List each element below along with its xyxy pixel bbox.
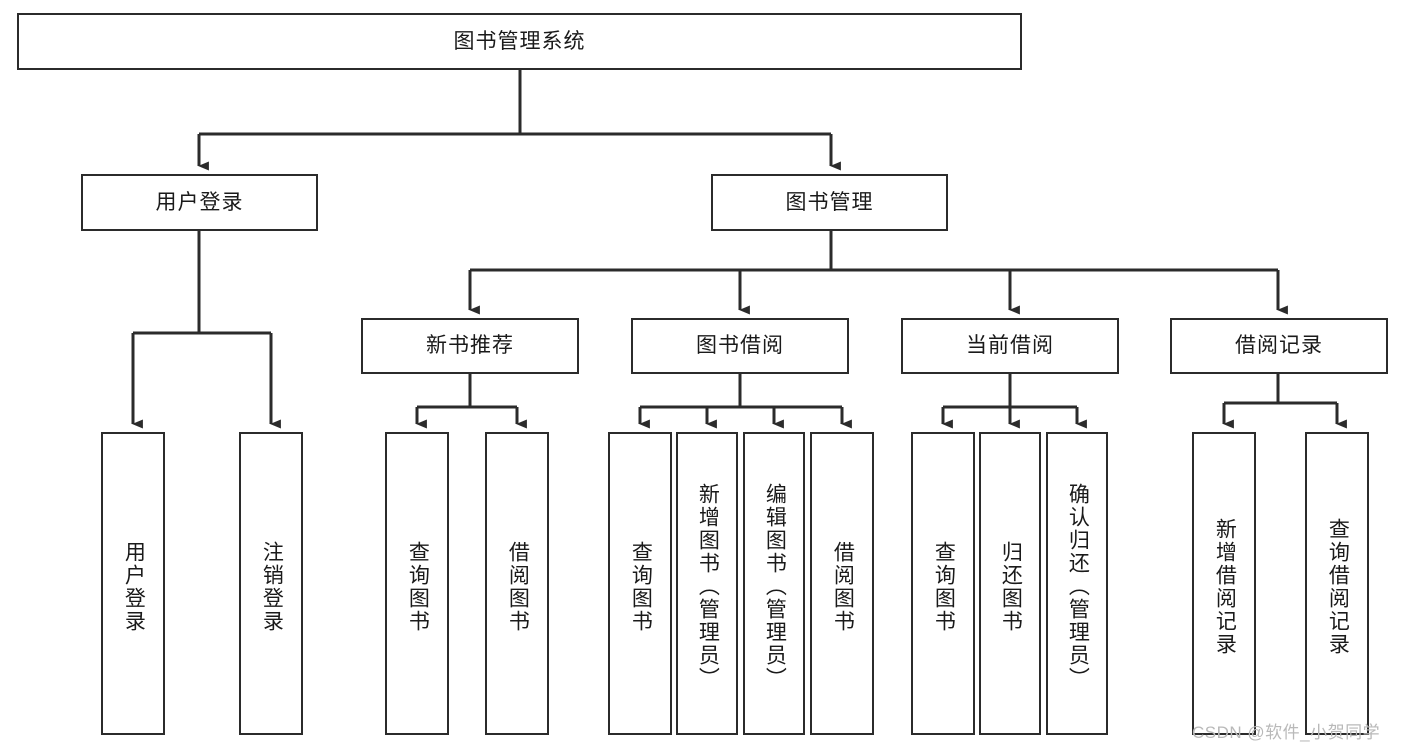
node-root-label: 图书管理系统 [453, 29, 586, 53]
node-user-login[interactable]: 用户登录 [81, 174, 318, 231]
node-book-manage-label: 图书管理 [785, 190, 874, 214]
csdn-watermark: CSDN @软件_小贺同学 [1192, 718, 1380, 743]
node-leaf-edit-book-label: 编辑图书（管理员） [763, 483, 787, 690]
node-leaf-edit-book[interactable]: 编辑图书（管理员） [743, 432, 805, 735]
node-leaf-user-login-label: 用户登录 [122, 540, 146, 633]
node-leaf-borrow-book-2-label: 借阅图书 [831, 540, 855, 633]
node-leaf-query-book-2-label: 查询图书 [629, 540, 653, 633]
node-borrow-record-label: 借阅记录 [1235, 334, 1323, 358]
node-leaf-query-record[interactable]: 查询借阅记录 [1305, 432, 1369, 735]
node-leaf-borrow-book-2[interactable]: 借阅图书 [810, 432, 874, 735]
node-leaf-query-book-2[interactable]: 查询图书 [608, 432, 672, 735]
node-leaf-borrow-book-1-label: 借阅图书 [506, 540, 530, 633]
node-root[interactable]: 图书管理系统 [17, 13, 1022, 70]
node-leaf-query-book-1-label: 查询图书 [406, 540, 430, 633]
node-book-manage[interactable]: 图书管理 [711, 174, 948, 231]
node-leaf-logout-label: 注销登录 [260, 540, 284, 633]
node-book-borrow-label: 图书借阅 [696, 334, 784, 358]
csdn-watermark-text: CSDN @软件_小贺同学 [1192, 723, 1381, 742]
node-leaf-confirm-return[interactable]: 确认归还（管理员） [1046, 432, 1108, 735]
node-leaf-query-book-3[interactable]: 查询图书 [911, 432, 975, 735]
node-leaf-return-book[interactable]: 归还图书 [979, 432, 1041, 735]
node-leaf-query-book-1[interactable]: 查询图书 [385, 432, 449, 735]
node-leaf-borrow-book-1[interactable]: 借阅图书 [485, 432, 549, 735]
node-leaf-confirm-return-label: 确认归还（管理员） [1066, 483, 1090, 690]
node-leaf-logout[interactable]: 注销登录 [239, 432, 303, 735]
node-user-login-label: 用户登录 [155, 190, 244, 214]
node-current-borrow[interactable]: 当前借阅 [901, 318, 1119, 374]
node-leaf-query-record-label: 查询借阅记录 [1326, 517, 1350, 656]
node-leaf-query-book-3-label: 查询图书 [932, 540, 956, 633]
node-new-book-recommend-label: 新书推荐 [426, 334, 514, 358]
node-current-borrow-label: 当前借阅 [966, 334, 1054, 358]
node-borrow-record[interactable]: 借阅记录 [1170, 318, 1388, 374]
node-leaf-add-book[interactable]: 新增图书（管理员） [676, 432, 738, 735]
node-leaf-add-record[interactable]: 新增借阅记录 [1192, 432, 1256, 735]
node-book-borrow[interactable]: 图书借阅 [631, 318, 849, 374]
node-leaf-user-login[interactable]: 用户登录 [101, 432, 165, 735]
node-leaf-return-book-label: 归还图书 [999, 540, 1023, 633]
node-new-book-recommend[interactable]: 新书推荐 [361, 318, 579, 374]
node-leaf-add-record-label: 新增借阅记录 [1213, 517, 1237, 656]
node-leaf-add-book-label: 新增图书（管理员） [696, 483, 720, 690]
